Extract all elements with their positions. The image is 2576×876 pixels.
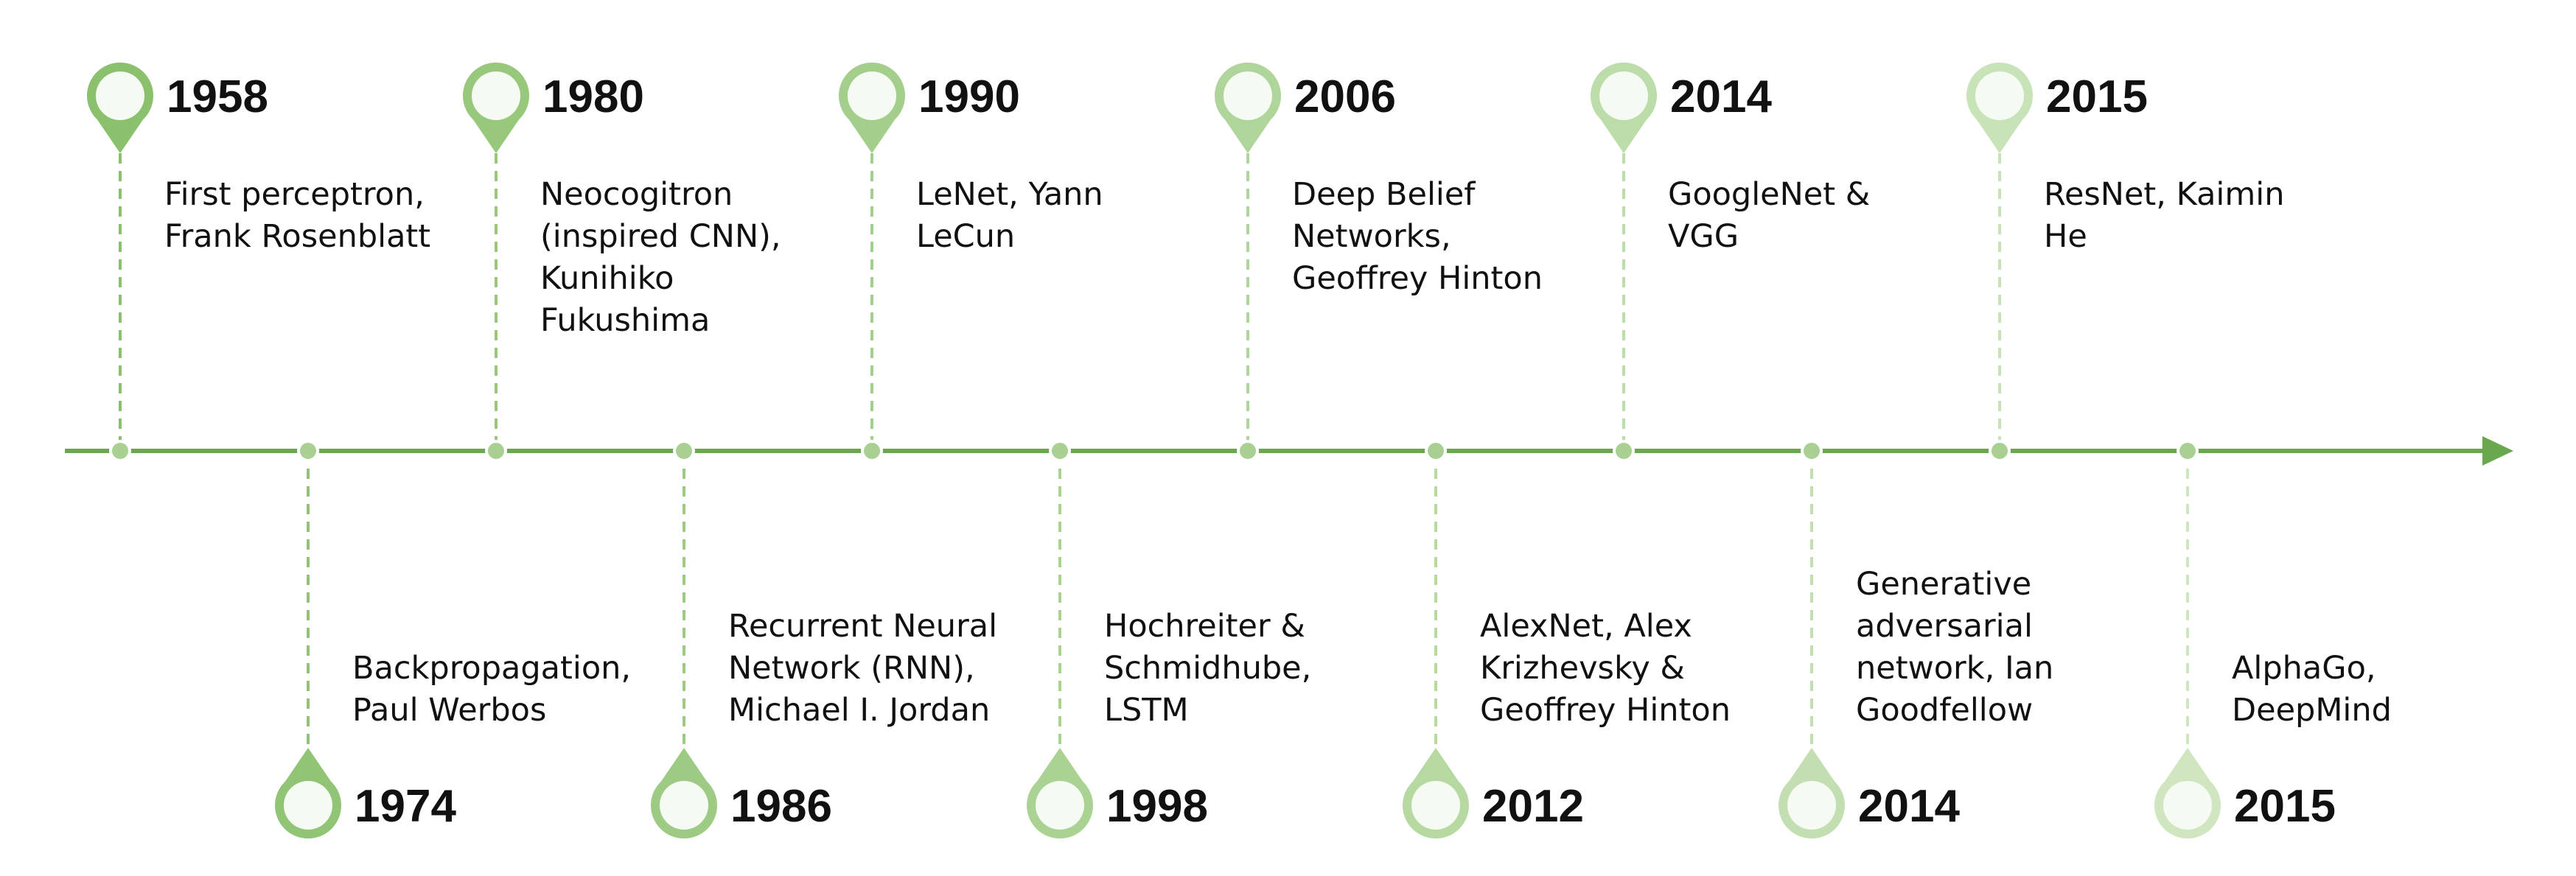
pin-marker-2014 — [1779, 748, 1846, 839]
event-description-line: LeCun — [916, 218, 1015, 255]
axis-dot — [1049, 440, 1071, 462]
event-description-line: Schmidhube, — [1104, 650, 1311, 687]
event-description-line: Backpropagation, — [352, 650, 631, 687]
pin-marker-2015 — [1966, 62, 2033, 153]
axis-dot — [1425, 440, 1447, 462]
event-description-line: adversarial — [1856, 608, 2033, 645]
year-label-2015: 2015 — [2046, 71, 2148, 122]
axis-dot — [1237, 440, 1259, 462]
event-description-line: ResNet, Kaimin — [2044, 176, 2284, 213]
pin-marker-inner — [1224, 71, 1272, 120]
pin-marker-1998 — [1027, 748, 1093, 839]
pin-marker-inner — [96, 71, 144, 120]
pin-marker-1986 — [651, 748, 718, 839]
event-description-line: Frank Rosenblatt — [164, 218, 430, 255]
axis-dot — [1989, 440, 2011, 462]
year-label-1958: 1958 — [167, 71, 268, 122]
axis-dot — [861, 440, 883, 462]
event-description: Neocogitron (inspired CNN), KunihikoFukush… — [540, 176, 781, 339]
event-description-line: LeNet, Yann — [916, 176, 1103, 213]
year-label-2012: 2012 — [1482, 781, 1584, 832]
event-description: GoogleNet & VGG — [1668, 176, 1870, 255]
event-description: Generative adversarial network, IanGoodfel… — [1856, 566, 2053, 729]
pin-marker-1990 — [839, 62, 905, 153]
pin-marker-inner — [2163, 781, 2212, 830]
event-description-line: LSTM — [1104, 692, 1189, 729]
year-markers — [87, 62, 2221, 839]
event-description-line: Network (RNN), — [728, 650, 975, 687]
event-description: AlphaGo, DeepMind — [2232, 650, 2392, 729]
event-description-line: AlphaGo, — [2232, 650, 2376, 687]
year-label-1986: 1986 — [730, 781, 832, 832]
event-description-line: VGG — [1668, 218, 1739, 255]
event-description-line: AlexNet, Alex — [1480, 608, 1692, 645]
event-description-line: He — [2044, 218, 2087, 255]
pin-marker-inner — [660, 781, 708, 830]
axis-dot — [1801, 440, 1823, 462]
year-label-2014: 2014 — [1670, 71, 1772, 122]
event-description: Hochreiter & Schmidhube, LSTM — [1104, 608, 1311, 729]
pin-marker-1980 — [463, 62, 529, 153]
event-description-line: Hochreiter & — [1104, 608, 1305, 645]
pin-marker-1974 — [275, 748, 341, 839]
pin-marker-2012 — [1403, 748, 1469, 839]
event-description: First perceptron, Frank Rosenblatt — [164, 176, 430, 255]
event-description-line: Krizhevsky & — [1480, 650, 1685, 687]
timeline-axis — [65, 436, 2513, 466]
event-description-line: (inspired CNN), — [540, 218, 781, 255]
axis-arrowhead — [2482, 436, 2513, 466]
connector-lines — [119, 153, 2189, 748]
pin-marker-inner — [1599, 71, 1648, 120]
event-description-line: Paul Werbos — [352, 692, 546, 729]
event-description-line: Goodfellow — [1856, 692, 2033, 729]
pin-marker-inner — [848, 71, 896, 120]
pin-marker-inner — [472, 71, 520, 120]
pin-marker-2014 — [1591, 62, 1657, 153]
event-description-line: Neocogitron — [540, 176, 733, 213]
event-description-line: Michael I. Jordan — [728, 692, 990, 729]
event-description-line: First perceptron, — [164, 176, 425, 213]
pin-marker-inner — [1787, 781, 1836, 830]
pin-marker-2015 — [2154, 748, 2221, 839]
year-label-1998: 1998 — [1106, 781, 1208, 832]
axis-dot — [109, 440, 131, 462]
pin-marker-inner — [1975, 71, 2024, 120]
axis-dot — [1613, 440, 1635, 462]
axis-dot — [673, 440, 695, 462]
year-label-2006: 2006 — [1294, 71, 1396, 122]
event-description-line: network, Ian — [1856, 650, 2053, 687]
pin-marker-inner — [1036, 781, 1084, 830]
event-description-line: Fukushima — [540, 302, 710, 339]
event-description-line: Recurrent Neural — [728, 608, 997, 645]
pin-marker-1958 — [87, 62, 154, 153]
axis-dot — [2177, 440, 2199, 462]
year-label-1980: 1980 — [542, 71, 644, 122]
event-description-line: GoogleNet & — [1668, 176, 1870, 213]
event-description-line: Geoffrey Hinton — [1480, 692, 1731, 729]
pin-marker-inner — [1411, 781, 1460, 830]
year-label-1990: 1990 — [918, 71, 1020, 122]
event-description-line: Kunihiko — [540, 260, 674, 297]
event-description: Backpropagation, Paul Werbos — [352, 650, 631, 729]
year-label-2015: 2015 — [2234, 781, 2336, 832]
axis-dot — [485, 440, 507, 462]
pin-marker-inner — [284, 781, 332, 830]
event-description-line: Networks, — [1292, 218, 1451, 255]
pin-marker-2006 — [1215, 62, 1281, 153]
year-label-2014: 2014 — [1858, 781, 1960, 832]
event-description-line: Geoffrey Hinton — [1292, 260, 1543, 297]
event-description-line: Deep Belief — [1292, 176, 1476, 213]
event-description-line: Generative — [1856, 566, 2031, 603]
axis-dot — [297, 440, 319, 462]
year-label-1974: 1974 — [355, 781, 456, 832]
event-description-line: DeepMind — [2232, 692, 2392, 729]
axis-dots — [109, 440, 2199, 462]
